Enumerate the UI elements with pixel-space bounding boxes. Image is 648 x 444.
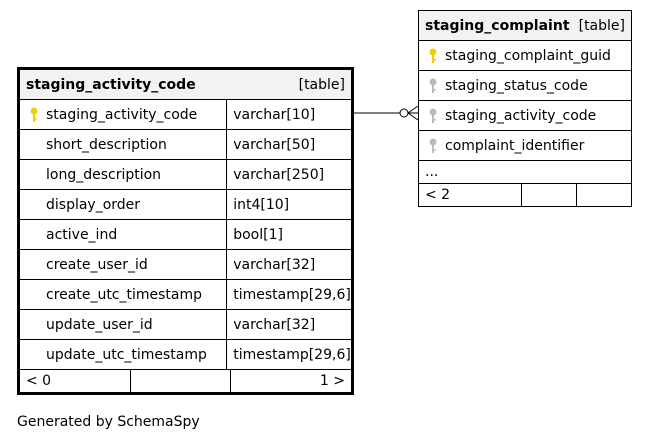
staging-complaint-table[interactable]: staging_complaint [table] staging_compla…	[418, 10, 632, 207]
ellipsis-row: ...	[418, 160, 632, 184]
column-type: timestamp[29,6]	[226, 279, 353, 310]
column-name: display_order	[17, 189, 228, 220]
generated-by-label: Generated by SchemaSpy	[17, 414, 200, 430]
column-type: varchar[50]	[226, 129, 353, 160]
column-type: varchar[10]	[226, 99, 353, 130]
children-count: < 2	[419, 184, 522, 206]
table-row[interactable]: complaint_identifier	[418, 130, 632, 161]
column-name: staging_activity_code	[418, 100, 632, 131]
table-row[interactable]: staging_status_code	[418, 70, 632, 101]
table-tag: [table]	[298, 76, 345, 93]
column-name: short_description	[17, 129, 228, 160]
column-name: staging_status_code	[418, 70, 632, 101]
table-row[interactable]: staging_complaint_guid	[418, 40, 632, 71]
column-name: complaint_identifier	[418, 130, 632, 161]
children-count: < 0	[20, 370, 131, 392]
table-name: staging_complaint	[425, 17, 570, 34]
column-type: varchar[32]	[226, 309, 353, 340]
parents-count: 1 >	[319, 373, 345, 389]
column-name: create_user_id	[17, 249, 228, 280]
column-type: int4[10]	[226, 189, 353, 220]
column-name: update_user_id	[17, 309, 228, 340]
column-type: bool[1]	[226, 219, 353, 250]
staging-activity-code-table[interactable]: staging_activity_code [table] staging_ac…	[17, 67, 354, 395]
table-header[interactable]: staging_complaint [table]	[418, 10, 632, 41]
table-tag: [table]	[578, 17, 625, 34]
column-name: staging_activity_code	[17, 99, 228, 130]
column-name: staging_complaint_guid	[418, 40, 632, 71]
column-type: varchar[32]	[226, 249, 353, 280]
column-name: create_utc_timestamp	[17, 279, 228, 310]
column-type: varchar[250]	[226, 159, 353, 190]
column-name: long_description	[17, 159, 228, 190]
column-type: timestamp[29,6]	[226, 339, 353, 370]
column-name: update_utc_timestamp	[17, 339, 228, 370]
table-row[interactable]: staging_activity_code	[418, 100, 632, 131]
table-name: staging_activity_code	[26, 76, 196, 93]
column-name: active_ind	[17, 219, 228, 250]
table-header[interactable]: staging_activity_code [table]	[18, 68, 353, 100]
